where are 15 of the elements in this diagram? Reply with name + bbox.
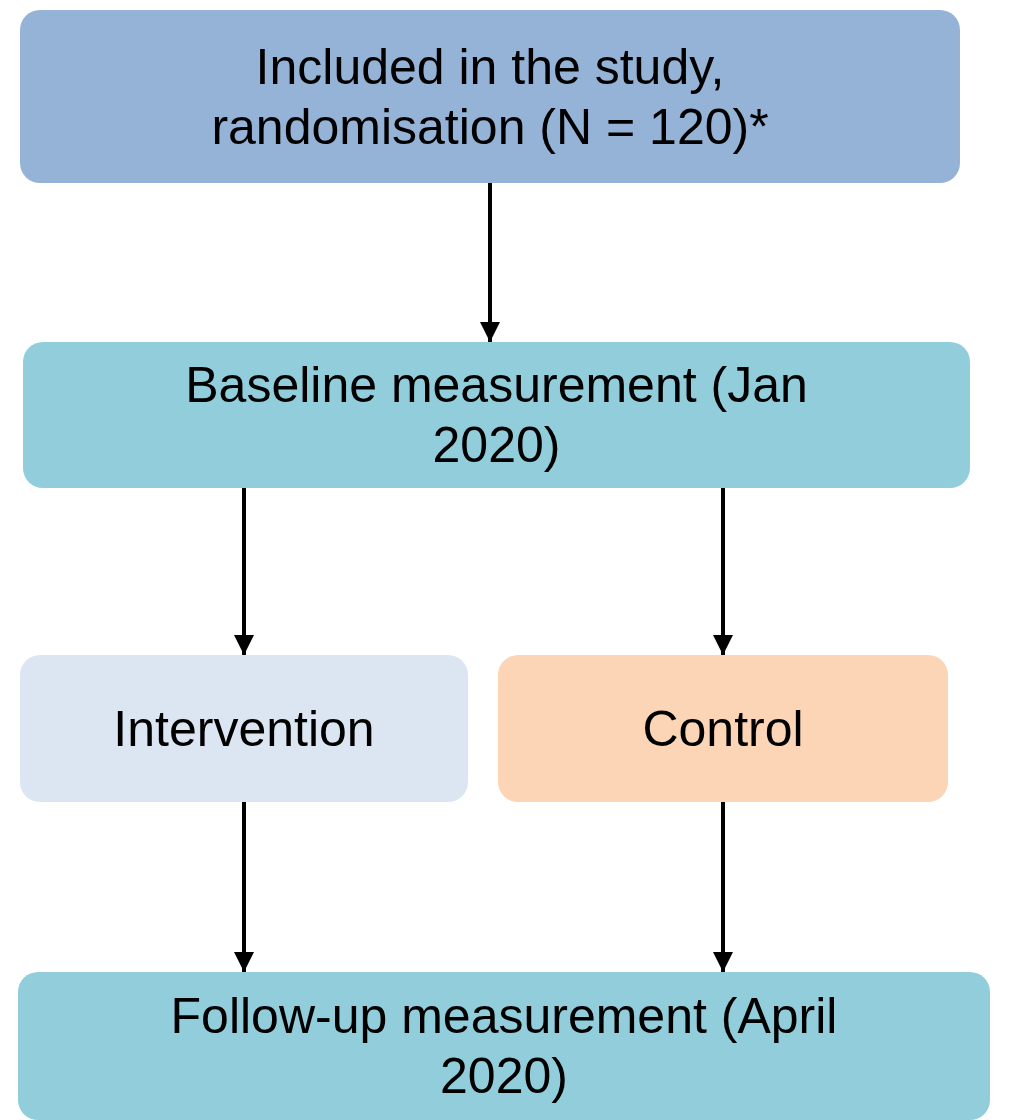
- arrow: [713, 802, 733, 972]
- process-box: [23, 342, 970, 488]
- process-box: [498, 655, 948, 802]
- box-label: Intervention: [113, 699, 375, 759]
- box-label: Baseline measurement (Jan 2020): [184, 356, 809, 475]
- box-label: Included in the study, randomisation (N = 120)*: [210, 37, 770, 157]
- arrow: [234, 488, 254, 655]
- box-label: Follow-up measurement (April 2020): [169, 987, 839, 1106]
- process-box: [20, 655, 468, 802]
- box-label: Control: [642, 699, 804, 759]
- arrow: [713, 488, 733, 655]
- arrow: [234, 802, 254, 972]
- arrow: [480, 183, 500, 342]
- process-box: [18, 972, 990, 1120]
- process-box: [20, 10, 960, 183]
